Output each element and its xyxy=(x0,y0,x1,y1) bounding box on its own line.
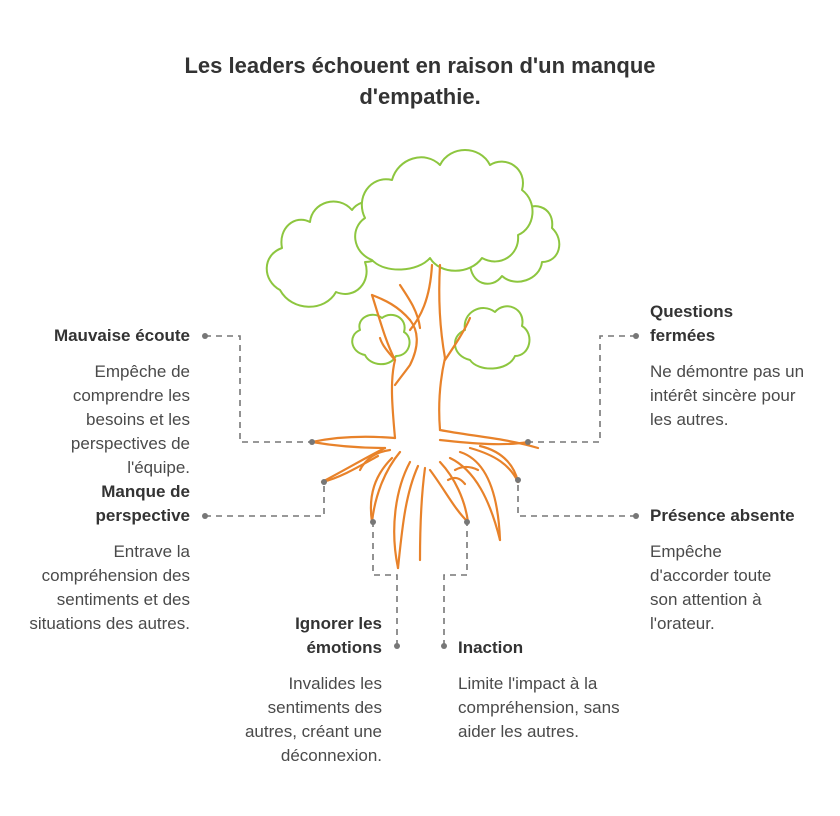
connector-manque-perspective xyxy=(205,482,325,517)
tree-roots xyxy=(310,428,540,570)
connectors xyxy=(205,335,636,646)
item-heading: Présence absente xyxy=(650,506,795,525)
item-heading: Manque de perspective xyxy=(95,482,191,525)
item-manque-perspective: Manque de perspective Entrave la compréh… xyxy=(0,480,190,636)
canopy-cloud-small-right xyxy=(454,305,531,370)
connector-questions-fermees xyxy=(528,335,636,443)
page-title: Les leaders échouent en raison d'un manq… xyxy=(0,50,840,112)
connector-mauvaise-ecoute xyxy=(205,335,312,443)
item-heading: Mauvaise écoute xyxy=(53,326,190,345)
item-description: Entrave la compréhension des sentiments … xyxy=(29,542,190,633)
connector-ignorer-emotions xyxy=(372,522,398,646)
title-line-1: Les leaders échouent en raison d'un manq… xyxy=(184,53,656,78)
item-description: Ne démontre pas un intérêt sincère pour … xyxy=(650,362,805,429)
item-description: Invalides les sentiments des autres, cré… xyxy=(244,674,382,765)
canopy-cloud-center xyxy=(354,149,534,272)
connector-dots xyxy=(202,333,639,649)
item-description: Empêche de comprendre les besoins et les… xyxy=(70,362,190,477)
connector-inaction xyxy=(443,522,468,646)
connector-presence-absente xyxy=(517,480,636,517)
item-description: Empêche d'accorder toute son attention à… xyxy=(650,542,772,633)
item-heading: Ignorer les émotions xyxy=(295,614,382,657)
tree-canopy xyxy=(265,149,561,370)
item-heading: Inaction xyxy=(458,638,524,657)
title-line-2: d'empathie. xyxy=(359,84,481,109)
item-presence-absente: Présence absente Empêche d'accorder tout… xyxy=(650,504,830,636)
item-inaction: Inaction Limite l'impact à la compréhens… xyxy=(458,636,668,744)
item-ignorer-emotions: Ignorer les émotions Invalides les senti… xyxy=(172,612,382,768)
item-mauvaise-ecoute: Mauvaise écoute Empêche de comprendre le… xyxy=(0,324,190,480)
item-questions-fermees: Questions fermées Ne démontre pas un int… xyxy=(650,300,820,432)
tree-trunk xyxy=(370,263,472,440)
item-heading: Questions fermées xyxy=(650,302,734,345)
item-description: Limite l'impact à la compréhension, sans… xyxy=(458,674,620,741)
